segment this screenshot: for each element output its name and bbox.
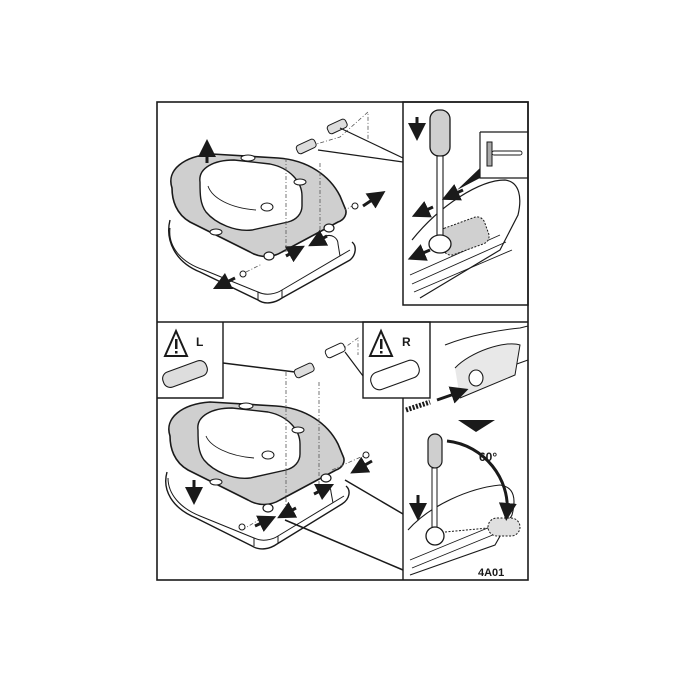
top-inset-screwdriver-removal [402, 101, 529, 306]
direction-arrows [185, 456, 373, 532]
warning-inset-left: L [157, 322, 296, 399]
warning-inset-right: R [344, 321, 431, 399]
diagram-code: 4A01 [478, 567, 505, 579]
direction-arrows [198, 139, 386, 290]
hinge-pins [238, 342, 370, 531]
hinge-pins [239, 118, 359, 278]
rotation-angle-label: 60° [479, 450, 497, 464]
toilet-base [165, 471, 350, 550]
toilet-seat [168, 401, 345, 513]
leader-line [317, 127, 404, 163]
toilet-seat [170, 153, 347, 261]
inset-label-r: R [402, 335, 411, 349]
bottom-panel: L R [157, 321, 529, 580]
inset-label-l: L [196, 335, 203, 349]
leader-line [284, 479, 404, 571]
outer-frame [156, 101, 529, 581]
next-step-arrow-icon [458, 420, 495, 432]
bottom-inset-screwdriver-install: 60° [402, 325, 529, 580]
hammer-icon [457, 131, 528, 190]
top-panel [168, 101, 529, 306]
